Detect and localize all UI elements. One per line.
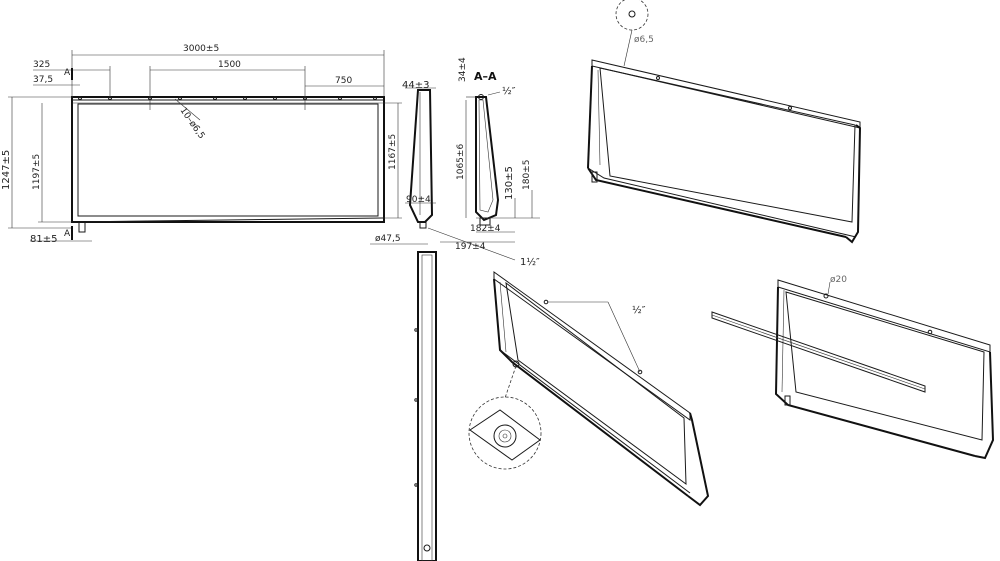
section-title: A–A — [474, 70, 497, 83]
section-pipe-bottom: 1½″ — [520, 256, 540, 268]
side-view: 44±3 90±4 ø47,5 — [370, 80, 436, 245]
section-dim-1065: 1065±6 — [456, 144, 466, 180]
iso-mid-view: ½″ — [468, 271, 710, 507]
section-mark-bottom: A — [64, 229, 71, 239]
top-view-drain — [423, 544, 431, 552]
section-mark-top: A — [64, 68, 71, 78]
dim-height: 1197±5 — [32, 154, 42, 190]
dim-hole-spacing: 1500 — [218, 60, 241, 70]
side-dim-top: 44±3 — [402, 80, 429, 91]
front-body-outline — [71, 96, 385, 223]
side-dim-bottom: 90±4 — [406, 195, 431, 205]
section-pipe-top: ½″ — [502, 85, 516, 97]
iso-mid-detail-circle — [468, 396, 542, 470]
section-dim-182: 182±4 — [470, 224, 501, 234]
iso-right-view: ø20 — [711, 275, 995, 460]
iso-top-view: ø6,5 — [587, 0, 862, 244]
iso-top-dim-hole: ø6,5 — [634, 35, 654, 45]
iso-mid-drain-grate — [493, 424, 517, 448]
iso-right-dim-pipe: ø20 — [830, 275, 847, 285]
dim-750: 750 — [335, 76, 352, 86]
dim-left-offset: 325 — [33, 60, 50, 70]
front-foot-left — [78, 221, 86, 233]
section-profile — [475, 96, 500, 222]
front-view: 3000±5 325 37,5 A 1500 750 10–ø6,5 1247±… — [1, 44, 402, 245]
front-inner-panel — [77, 103, 379, 217]
section-dim-130: 130±5 — [504, 166, 515, 200]
top-view-outline — [417, 251, 437, 561]
section-dim-197: 197±4 — [455, 242, 486, 252]
section-aa: A–A ½″ 34±4 1065±6 130±5 180±5 182±4 197… — [427, 57, 540, 268]
section-dim-top: 34±4 — [458, 57, 468, 82]
iso-mid-pipe: ½″ — [632, 304, 646, 316]
dim-inner-height: 1167±5 — [388, 134, 398, 170]
dim-length: 3000±5 — [183, 44, 219, 54]
section-dim-180: 180±5 — [522, 160, 532, 190]
dim-total-height: 1247±5 — [1, 150, 12, 190]
dim-37-5: 37,5 — [33, 75, 53, 85]
dim-holes: 10–ø6,5 — [178, 106, 207, 141]
iso-top-detail-circle — [615, 0, 649, 31]
top-view-strip — [414, 251, 437, 561]
dim-foot: 81±5 — [30, 234, 57, 245]
side-dim-drain: ø47,5 — [375, 234, 401, 244]
